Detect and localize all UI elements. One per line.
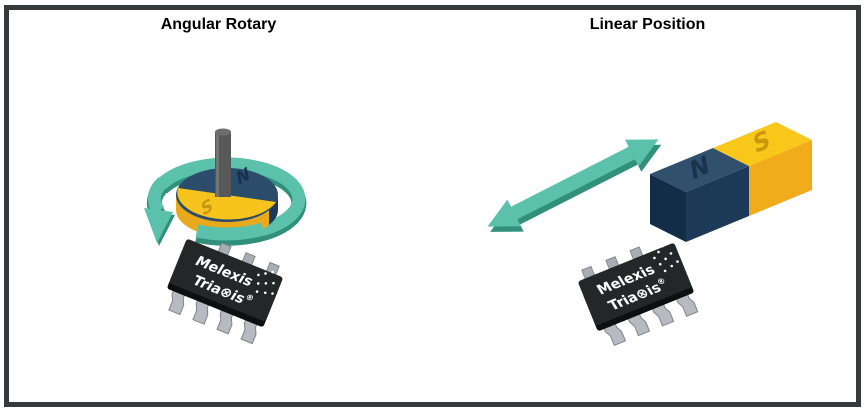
right-panel-title: Linear Position: [589, 16, 706, 33]
bar-top-north: [650, 148, 749, 192]
disc-top-south-half: [177, 188, 276, 220]
rotation-arrow-end: [147, 177, 168, 215]
rotation-arrowhead: [144, 208, 173, 243]
sensor-chip-left: Melexis Tria⊗is®: [167, 239, 283, 345]
rotor-shaft: [215, 128, 231, 197]
registered-mark: ®: [655, 276, 667, 287]
left-panel-title: Angular Rotary: [160, 16, 277, 33]
shaft-highlight: [216, 132, 219, 197]
chip-package-top: [578, 243, 692, 326]
bar-magnet: N S: [650, 122, 812, 242]
disc-north-label: N: [235, 164, 251, 191]
bar-top-south: [713, 122, 812, 166]
double-arrow-face: [487, 139, 659, 227]
bar-front-north: [686, 166, 749, 242]
sensor-chip-right: Melexis Tria⊗is®: [578, 243, 699, 347]
bar-south-label: S: [751, 123, 772, 159]
angular-rotary-figure: N S: [144, 128, 307, 345]
rotation-arrow-bottom: [195, 222, 265, 241]
bar-north-label: N: [688, 149, 711, 186]
double-arrow-icon: [487, 139, 662, 232]
sparkle-dots-icon: [255, 270, 275, 295]
disc-side-north: [269, 195, 278, 225]
sparkle-dots-icon: [653, 244, 679, 273]
bar-end-face: [650, 174, 686, 242]
chip-package-top: [169, 239, 283, 322]
shaft-top: [215, 128, 231, 136]
disc-south-label: S: [200, 195, 214, 221]
bar-front-south: [749, 140, 812, 216]
linear-position-figure: N S Melexis Tria⊗is®: [487, 122, 812, 347]
registered-mark: ®: [244, 293, 256, 304]
rotation-arrowhead-icon: [144, 177, 175, 246]
outer-border: [4, 5, 861, 407]
